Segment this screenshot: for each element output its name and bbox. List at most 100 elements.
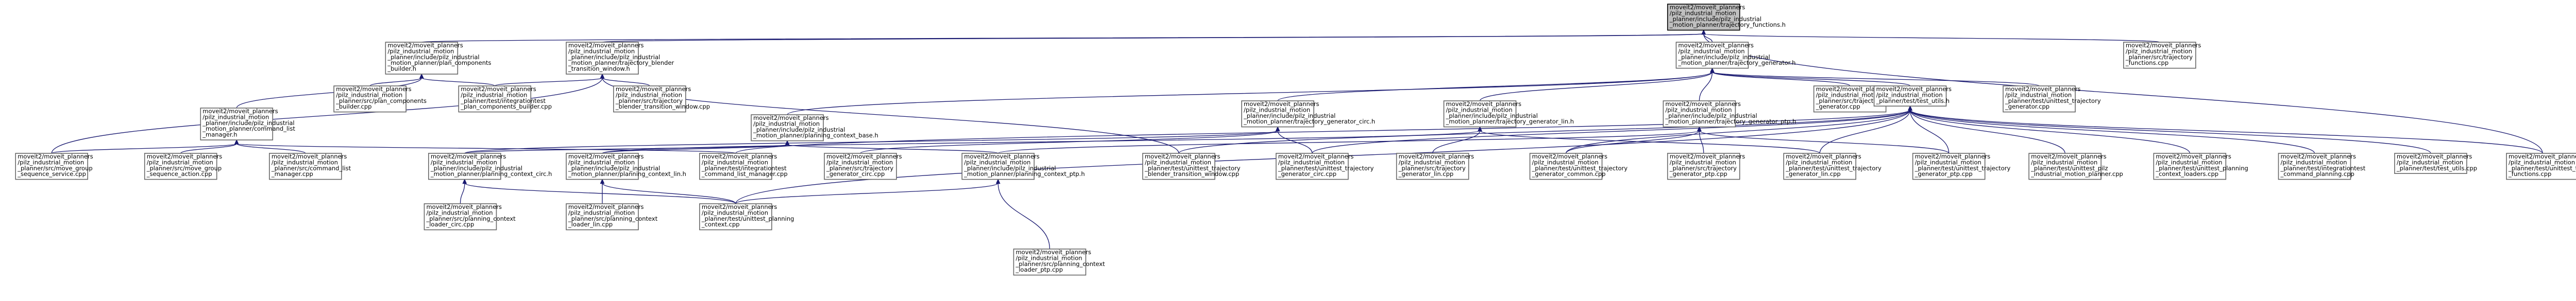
file-node-box bbox=[458, 85, 532, 113]
file-node-planning-context-loader-lin-cpp[interactable]: moveit2/moveit_planners/pilz_industrial_… bbox=[566, 203, 658, 231]
file-node-test-utils-h[interactable]: moveit2/moveit_planners/pilz_industrial_… bbox=[1873, 85, 1952, 107]
include-edge bbox=[1908, 105, 2190, 154]
file-node-trajectory-generator-circ-h[interactable]: moveit2/moveit_planners/pilz_industrial_… bbox=[1241, 100, 1375, 128]
include-edge bbox=[735, 179, 1001, 204]
file-node-plan-components-builder-h[interactable]: moveit2/moveit_planners/pilz_industrial_… bbox=[385, 42, 492, 75]
include-edge-line bbox=[236, 77, 422, 109]
file-node-label-line: _generator_circ.cpp bbox=[826, 170, 885, 178]
file-node-src-trajectory-generator-lin-cpp[interactable]: moveit2/moveit_planners/pilz_industrial_… bbox=[1396, 153, 1475, 180]
file-node-trajectory-functions-cpp[interactable]: moveit2/moveit_planners/pilz_industrial_… bbox=[2123, 42, 2201, 69]
file-node-box bbox=[333, 85, 406, 113]
include-edge-line bbox=[1312, 109, 1911, 154]
file-node-label-line: _planner/src/trajectory bbox=[1669, 165, 1737, 172]
file-node-planning-context-lin-h[interactable]: moveit2/moveit_planners/pilz_industrial_… bbox=[566, 153, 686, 180]
file-node-integrationtest-command-planning-cpp[interactable]: moveit2/moveit_planners/pilz_industrial_… bbox=[2278, 153, 2366, 180]
file-node-label-line: /pilz_industrial_motion bbox=[964, 158, 1030, 166]
file-node-label-line: moveit2/moveit_planners bbox=[1145, 153, 1221, 160]
file-node-label-line: _planner/test/integrationtest bbox=[701, 165, 787, 172]
file-node-planning-context-loader-ptp-cpp[interactable]: moveit2/moveit_planners/pilz_industrial_… bbox=[1013, 249, 1105, 276]
file-node-move-group-sequence-service-cpp[interactable]: moveit2/moveit_planners/pilz_industrial_… bbox=[15, 153, 93, 180]
file-node-unittest-trajectory-generator-cpp[interactable]: moveit2/moveit_planners/pilz_industrial_… bbox=[2003, 85, 2101, 113]
file-node-planning-context-ptp-h[interactable]: moveit2/moveit_planners/pilz_industrial_… bbox=[961, 153, 1085, 180]
include-edge-line bbox=[602, 77, 650, 86]
file-node-label-line: _planner/include/pilz_industrial bbox=[963, 165, 1056, 172]
file-node-planning-context-base-h[interactable]: moveit2/moveit_planners/pilz_industrial_… bbox=[751, 114, 878, 141]
include-edge-line bbox=[1703, 33, 2160, 43]
file-node-label-line: moveit2/moveit_planners bbox=[568, 203, 644, 210]
file-node-unittest-trajectory-blender-transition-window-cpp[interactable]: moveit2/moveit_planners/pilz_industrial_… bbox=[1142, 153, 1241, 180]
file-node-label-line: _planner/src/trajectory bbox=[826, 165, 893, 172]
file-node-box bbox=[566, 203, 639, 231]
include-edge-arrowhead bbox=[1275, 126, 1280, 132]
include-edge-line bbox=[180, 143, 237, 154]
file-node-label-line: moveit2/moveit_planners bbox=[568, 153, 644, 160]
file-node-label-line: _generator_ptp.cpp bbox=[1914, 170, 1973, 178]
file-node-integrationtest-plan-components-builder-cpp[interactable]: moveit2/moveit_planners/pilz_industrial_… bbox=[458, 85, 552, 113]
include-edge-line bbox=[1819, 110, 1911, 154]
file-node-box bbox=[1663, 100, 1736, 128]
file-node-label-line: _motion_planner/trajectory_generator_cir… bbox=[1243, 118, 1375, 125]
file-node-label-line: _loader_lin.cpp bbox=[568, 221, 613, 228]
file-node-trajectory-blender-transition-window-h[interactable]: moveit2/moveit_planners/pilz_industrial_… bbox=[566, 42, 674, 75]
include-edge-line bbox=[236, 143, 306, 154]
file-node-label-line: /pilz_industrial_motion bbox=[2280, 158, 2347, 166]
file-node-unittest-planning-context-loaders-cpp[interactable]: moveit2/moveit_planners/pilz_industrial_… bbox=[2153, 153, 2248, 180]
file-node-src-trajectory-generator-ptp-cpp[interactable]: moveit2/moveit_planners/pilz_industrial_… bbox=[1667, 153, 1745, 180]
file-node-label-line: _functions.cpp bbox=[2508, 170, 2551, 178]
include-edge-line bbox=[51, 143, 237, 154]
file-node-label-line: _blender_transition_window.cpp bbox=[615, 103, 710, 110]
file-node-unittest-trajectory-generator-common-cpp[interactable]: moveit2/moveit_planners/pilz_industrial_… bbox=[1529, 153, 1628, 180]
file-node-label-line: _context.cpp bbox=[701, 221, 740, 228]
file-node-label-line: _builder.h bbox=[387, 65, 416, 73]
include-edge-line bbox=[997, 183, 1050, 250]
file-node-planning-context-circ-h[interactable]: moveit2/moveit_planners/pilz_industrial_… bbox=[428, 153, 552, 180]
include-edge-line bbox=[460, 183, 465, 204]
file-node-label-line: /pilz_industrial_motion bbox=[1399, 158, 1465, 166]
file-node-box bbox=[824, 153, 897, 180]
file-node-label-line: _sequence_action.cpp bbox=[146, 170, 212, 178]
file-node-unittest-trajectory-generator-lin-cpp[interactable]: moveit2/moveit_planners/pilz_industrial_… bbox=[1783, 153, 1882, 180]
file-node-label-line: /pilz_industrial_motion bbox=[1816, 91, 1883, 98]
file-node-trajectory-generator-ptp-h[interactable]: moveit2/moveit_planners/pilz_industrial_… bbox=[1663, 100, 1796, 128]
file-node-planning-context-loader-circ-cpp[interactable]: moveit2/moveit_planners/pilz_industrial_… bbox=[423, 203, 516, 231]
file-node-label-line: moveit2/moveit_planners bbox=[461, 85, 536, 93]
file-node-box bbox=[699, 203, 772, 231]
file-node-test-utils-cpp[interactable]: moveit2/moveit_planners/pilz_industrial_… bbox=[2394, 153, 2477, 174]
file-node-unittest-trajectory-generator-circ-cpp[interactable]: moveit2/moveit_planners/pilz_industrial_… bbox=[1276, 153, 1374, 180]
include-edge bbox=[464, 140, 790, 154]
file-node-label-line: moveit2/moveit_planners bbox=[1816, 85, 1892, 93]
include-edge bbox=[494, 73, 605, 86]
file-node-label-line: /pilz_industrial_motion bbox=[431, 158, 497, 166]
include-edge bbox=[369, 73, 424, 86]
file-node-label-line: /pilz_industrial_motion bbox=[1532, 158, 1599, 166]
file-node-label-line: moveit2/moveit_planners bbox=[702, 203, 777, 210]
file-node-unittest-trajectory-functions-cpp[interactable]: moveit2/moveit_planners/pilz_industrial_… bbox=[2506, 153, 2576, 180]
file-node-label-line: _planner/include/pilz_industrial bbox=[1669, 15, 1761, 23]
file-node-box bbox=[200, 108, 274, 140]
file-node-trajectory-generator-lin-h[interactable]: moveit2/moveit_planners/pilz_industrial_… bbox=[1443, 100, 1574, 128]
file-node-label-line: _motion_planner/trajectory_functions.h bbox=[1669, 21, 1786, 28]
file-node-label-line: _blender_transition_window.cpp bbox=[1144, 170, 1239, 178]
file-node-box bbox=[961, 153, 1035, 180]
file-node-src-command-list-manager-cpp[interactable]: moveit2/moveit_planners/pilz_industrial_… bbox=[269, 153, 351, 180]
file-node-label-line: /pilz_industrial_motion bbox=[702, 209, 768, 216]
file-node-integrationtest-command-list-manager-cpp[interactable]: moveit2/moveit_planners/pilz_industrial_… bbox=[699, 153, 788, 180]
file-node-src-plan-components-builder-cpp[interactable]: moveit2/moveit_planners/pilz_industrial_… bbox=[333, 85, 427, 113]
file-node-unittest-planning-context-cpp[interactable]: moveit2/moveit_planners/pilz_industrial_… bbox=[699, 203, 794, 231]
file-node-label-line: moveit2/moveit_planners bbox=[753, 114, 829, 121]
file-node-label-line: _plan_components_builder.cpp bbox=[460, 103, 552, 110]
file-node-label-line: moveit2/moveit_planners bbox=[2031, 153, 2107, 160]
file-node-label-line: _planner/src/trajectory bbox=[1816, 97, 1883, 104]
file-node-root[interactable]: moveit2/moveit_planners/pilz_industrial_… bbox=[1667, 4, 1786, 31]
file-node-trajectory-generator-h[interactable]: moveit2/moveit_planners/pilz_industrial_… bbox=[1675, 42, 1795, 69]
include-edge-line bbox=[1909, 109, 2431, 154]
file-node-label-line: /pilz_industrial_motion bbox=[336, 91, 402, 98]
file-node-unittest-pilz-industrial-motion-planner-cpp[interactable]: moveit2/moveit_planners/pilz_industrial_… bbox=[2028, 153, 2123, 180]
include-edge-arrowhead bbox=[996, 179, 1001, 184]
file-node-unittest-trajectory-generator-ptp-cpp[interactable]: moveit2/moveit_planners/pilz_industrial_… bbox=[1912, 153, 2011, 180]
file-node-move-group-sequence-action-cpp[interactable]: moveit2/moveit_planners/pilz_industrial_… bbox=[144, 153, 223, 180]
file-node-label-line: _generator_ptp.cpp bbox=[1669, 170, 1727, 178]
file-node-command-list-manager-h[interactable]: moveit2/moveit_planners/pilz_industrial_… bbox=[200, 108, 295, 140]
file-node-src-trajectory-blender-transition-window-cpp[interactable]: moveit2/moveit_planners/pilz_industrial_… bbox=[613, 85, 710, 113]
file-node-src-trajectory-generator-circ-cpp[interactable]: moveit2/moveit_planners/pilz_industrial_… bbox=[824, 153, 902, 180]
